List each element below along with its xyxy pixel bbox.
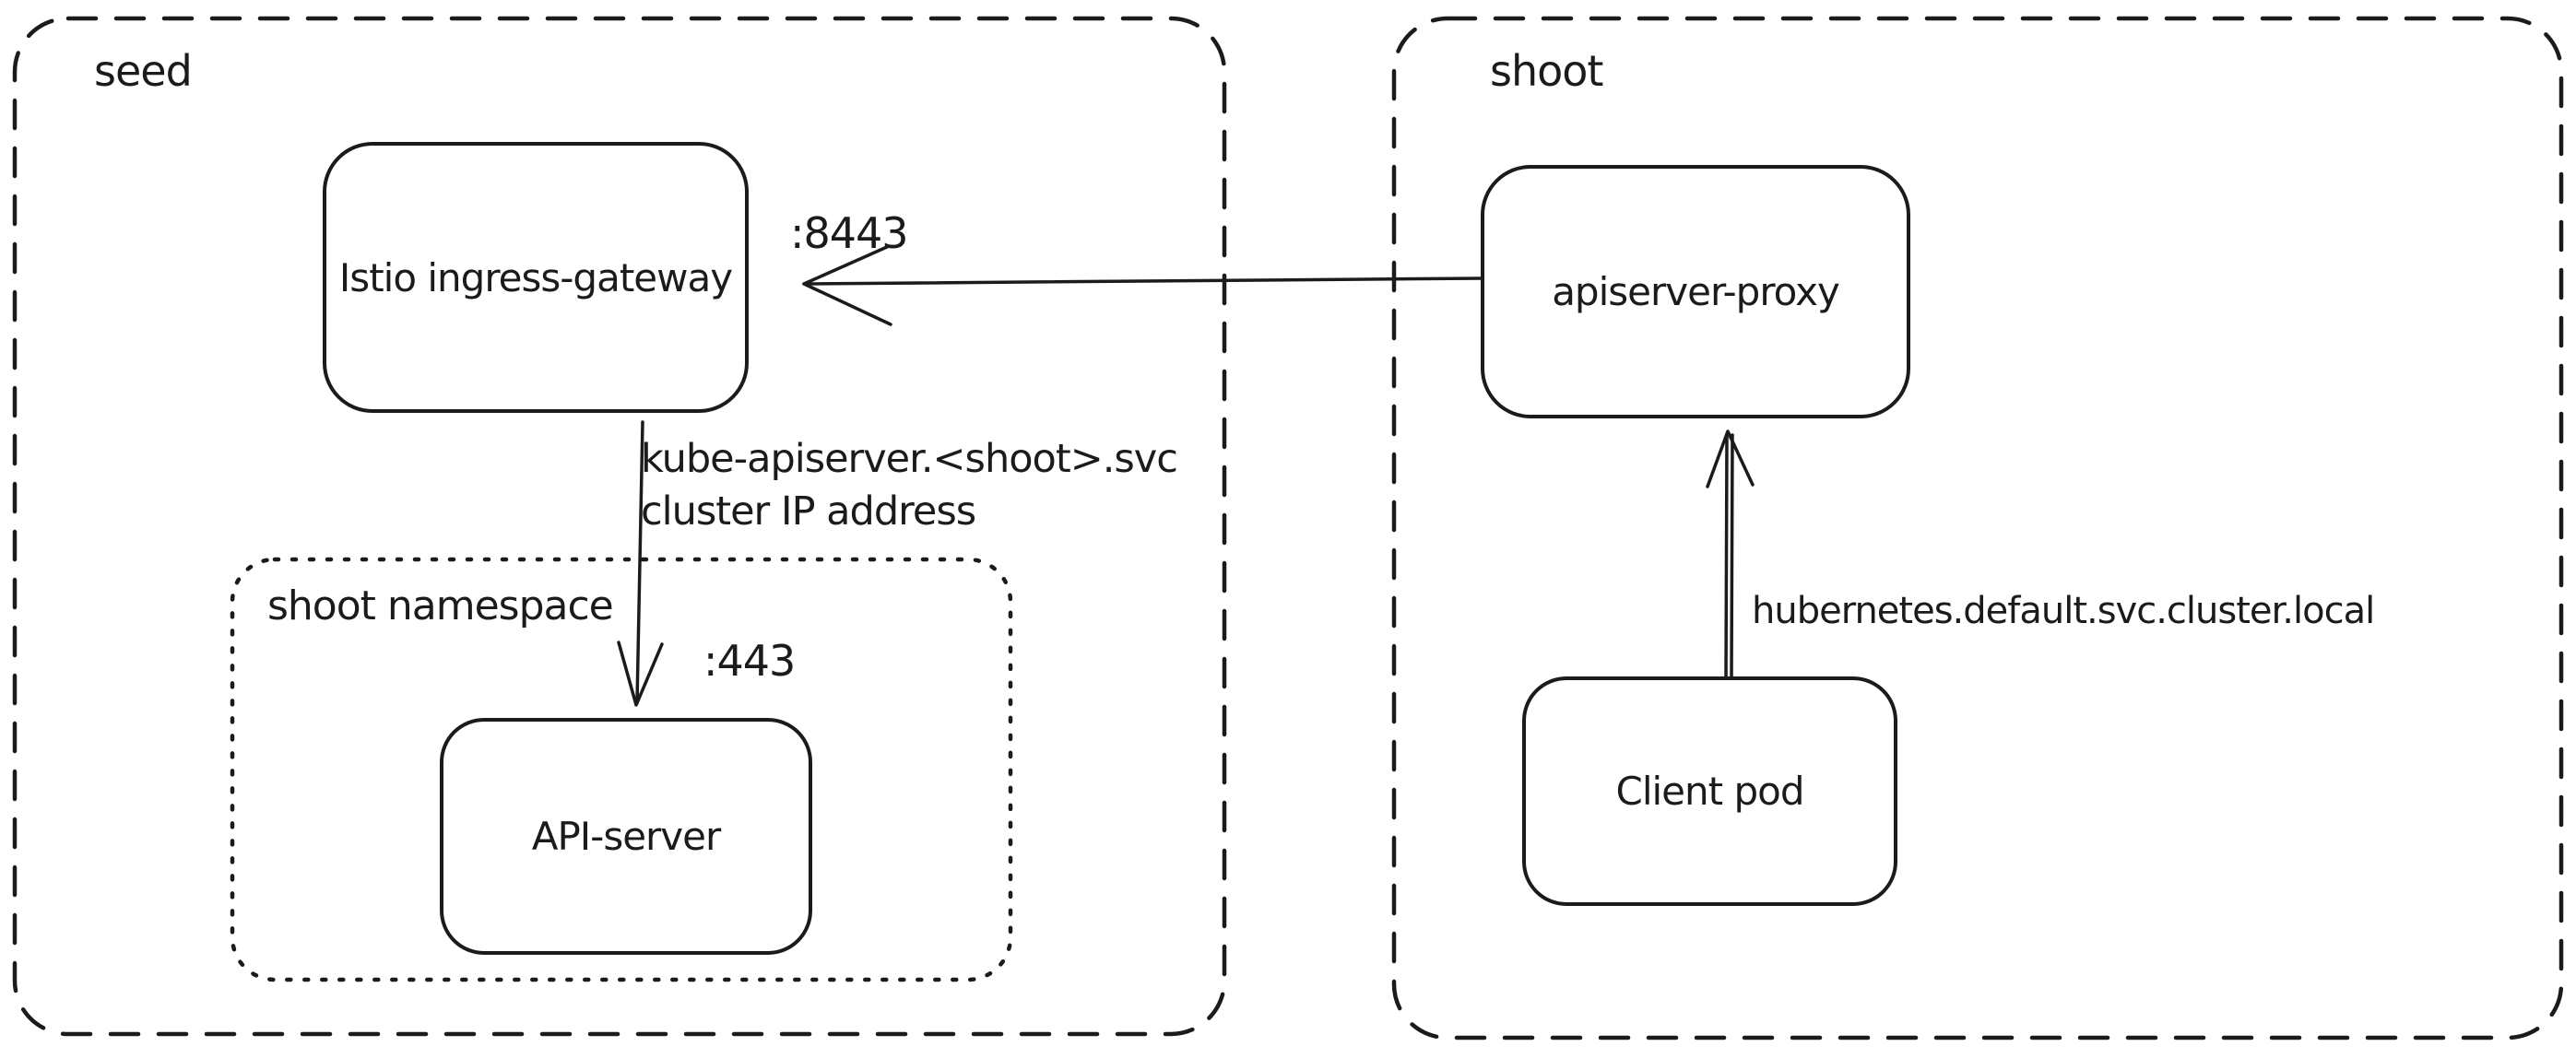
istio-ingress-gateway-node-label: Istio ingress-gateway: [338, 254, 733, 300]
istio-ingress-gateway-node-box: [323, 142, 749, 413]
port-443-label: :443: [703, 636, 796, 686]
kube-apiserver-service-label-line2: cluster IP address: [641, 488, 976, 535]
shoot-namespace-label: shoot namespace: [267, 582, 614, 629]
seed-cluster-box: [12, 16, 1227, 1037]
arrow-client-to-proxy-line-1: [1724, 435, 1729, 680]
apiserver-proxy-node-box: [1481, 165, 1910, 418]
client-pod-node-box: [1522, 676, 1897, 906]
api-server-node-label: API-server: [531, 814, 722, 859]
arrow-proxy-to-istio-line: [802, 276, 1483, 286]
seed-cluster-label: seed: [94, 46, 193, 96]
shoot-cluster-box: [1391, 16, 2564, 1040]
shoot-cluster-label: shoot: [1490, 46, 1603, 96]
arrow-istio-to-apiserver-head: [617, 641, 664, 707]
kube-apiserver-service-label: kube-apiserver.<shoot>.svc cluster IP ad…: [641, 433, 1178, 538]
api-server-node-box: [440, 718, 812, 955]
kube-apiserver-service-label-line1: kube-apiserver.<shoot>.svc: [641, 436, 1178, 482]
arrow-proxy-to-istio-head: [802, 245, 892, 326]
client-pod-node-label: Client pod: [1615, 769, 1805, 814]
cluster-dns-label: hubernetes.default.svc.cluster.local: [1752, 590, 2375, 632]
apiserver-proxy-node-label: apiserver-proxy: [1552, 269, 1840, 314]
arrow-istio-to-apiserver-line: [635, 420, 644, 704]
shoot-namespace-box: [230, 557, 1013, 982]
port-8443-label: :8443: [790, 208, 909, 258]
arrow-client-to-proxy-line-2: [1730, 433, 1734, 680]
arrow-client-to-proxy-head: [1706, 429, 1755, 488]
